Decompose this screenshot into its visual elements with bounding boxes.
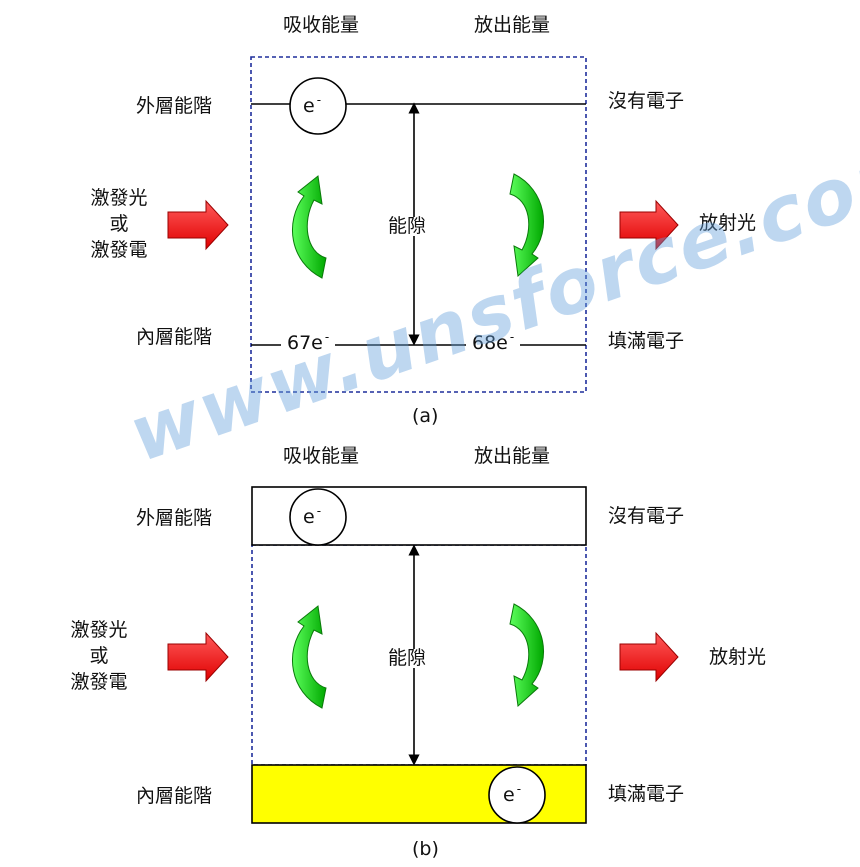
panel-a-frame: [250, 56, 587, 393]
panel-b-excite-line1: 激發光: [70, 619, 128, 641]
panel-b-inner-electron-circle: [488, 766, 546, 824]
panel-a-absorb-curve-arrow: [291, 175, 327, 279]
panel-a-no-electron-label: 沒有電子: [608, 90, 685, 112]
panel-a-release-heading: 放出能量: [474, 14, 551, 36]
panel-b-emit-arrow: [619, 631, 679, 683]
panel-a-excite-line2: 或: [109, 213, 129, 235]
panel-a-filled-electron-label: 填滿電子: [608, 330, 685, 352]
panel-a-electron-circle: [289, 77, 347, 135]
panel-b-inner-electron-label: e-: [503, 782, 522, 806]
panel-a-emit-arrow: [619, 199, 679, 251]
panel-a-excite-arrow: [167, 199, 229, 251]
panel-a-electron-label: e-: [303, 93, 322, 117]
panel-b-excite-line2: 或: [89, 645, 109, 667]
panel-a-count-right: 68e-: [466, 331, 521, 353]
panel-b-no-electron-label: 沒有電子: [608, 505, 685, 527]
panel-b-filled-electron-label: 填滿電子: [608, 783, 685, 805]
panel-a-emit-label: 放射光: [699, 212, 757, 234]
panel-b-gap-label: 能隙: [388, 647, 427, 669]
panel-a-absorb-heading: 吸收能量: [283, 14, 360, 36]
panel-b-outer-electron-label: e-: [303, 504, 322, 528]
panel-a-excite-line1: 激發光: [90, 187, 148, 209]
panel-b-outer-level-label: 外層能階: [136, 507, 213, 529]
panel-a-gap-label: 能隙: [388, 215, 427, 237]
panel-a-outer-level-label: 外層能階: [136, 95, 213, 117]
panel-b-excite-line3: 激發電: [70, 671, 128, 693]
panel-b-emit-label: 放射光: [709, 646, 767, 668]
panel-a-count-left: 67e-: [281, 331, 336, 353]
panel-b-outer-electron-circle: [289, 488, 347, 546]
panel-a-inner-level-label: 內層能階: [136, 326, 213, 348]
panel-a-excite-line3: 激發電: [90, 239, 148, 261]
panel-b-inner-level-label: 內層能階: [136, 785, 213, 807]
panel-b-absorb-curve-arrow: [291, 605, 327, 709]
panel-a-caption: (a): [412, 405, 439, 427]
panel-b-excite-arrow: [167, 631, 229, 683]
panel-b-release-curve-arrow: [509, 603, 545, 708]
panel-b-absorb-heading: 吸收能量: [283, 445, 360, 467]
panel-b-release-heading: 放出能量: [474, 445, 551, 467]
panel-a-release-curve-arrow: [509, 173, 545, 278]
panel-b-caption: (b): [412, 838, 439, 860]
